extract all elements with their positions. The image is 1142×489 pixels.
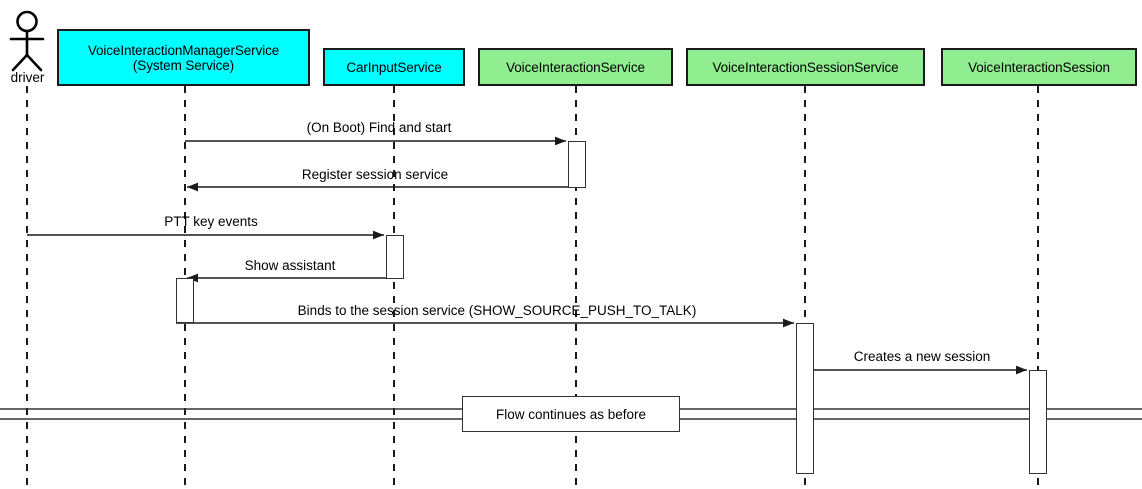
activation-bar-voiceinteractionsession xyxy=(1029,370,1047,474)
message-label-on-boot-find-and-start: (On Boot) Find and start xyxy=(306,120,452,135)
participant-box-voiceinteractionservice[interactable]: VoiceInteractionService xyxy=(478,48,673,86)
message-label-show-assistant: Show assistant xyxy=(244,258,336,273)
participant-box-voiceinteractionmanagerservice[interactable]: VoiceInteractionManagerService (System S… xyxy=(57,29,310,86)
participant-label-driver: driver xyxy=(10,70,45,85)
activation-bar-carinputservice xyxy=(386,235,404,279)
actor-driver-icon xyxy=(9,10,45,72)
divider-note-flow-continues-as-before: Flow continues as before xyxy=(462,396,680,432)
message-label-creates-a-new-session: Creates a new session xyxy=(853,349,991,364)
message-label-register-session-service: Register session service xyxy=(301,167,449,182)
activation-bar-voiceinteractionsessionservice xyxy=(796,323,814,474)
participant-box-voiceinteractionsession[interactable]: VoiceInteractionSession xyxy=(941,48,1137,86)
participant-box-voiceinteractionsessionservice[interactable]: VoiceInteractionSessionService xyxy=(686,48,925,86)
message-label-binds-to-the-session-service: Binds to the session service (SHOW_SOURC… xyxy=(297,303,697,318)
message-label-ptt-key-events: PTT key events xyxy=(164,214,258,229)
activation-bar-voiceinteractionmanagerservice xyxy=(176,278,194,323)
activation-bar-voiceinteractionservice xyxy=(568,141,586,188)
message-arrows xyxy=(27,136,1027,375)
participant-box-carinputservice[interactable]: CarInputService xyxy=(323,48,465,86)
